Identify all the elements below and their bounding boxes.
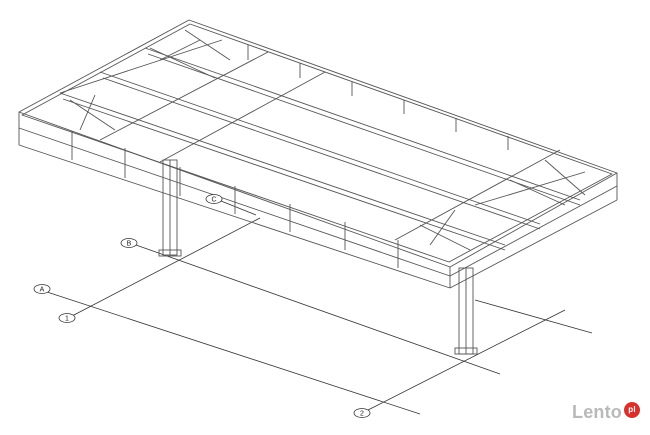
grid-bubble-1-label: 1 bbox=[65, 316, 69, 323]
lento-logo-text: Lento bbox=[572, 402, 622, 422]
grid-bubble-2: 2 bbox=[353, 408, 371, 418]
grid-bubble-b-label: B bbox=[127, 241, 132, 248]
steel-frame bbox=[18, 19, 618, 289]
grid-bubble-2-label: 2 bbox=[360, 411, 364, 418]
grid-bubble-a: A bbox=[33, 284, 51, 294]
steel-columns bbox=[158, 159, 478, 355]
lento-logo: Lento pl bbox=[572, 401, 640, 423]
lento-logo-badge: pl bbox=[624, 401, 640, 418]
grid-lines bbox=[46, 200, 593, 415]
grid-bubble-b: B bbox=[120, 238, 138, 248]
grid-bubble-c-label: C bbox=[211, 197, 216, 204]
grid-bubble-a-label: A bbox=[40, 287, 45, 294]
grid-bubble-c: C bbox=[205, 194, 223, 204]
grid-bubble-1: 1 bbox=[58, 313, 76, 323]
